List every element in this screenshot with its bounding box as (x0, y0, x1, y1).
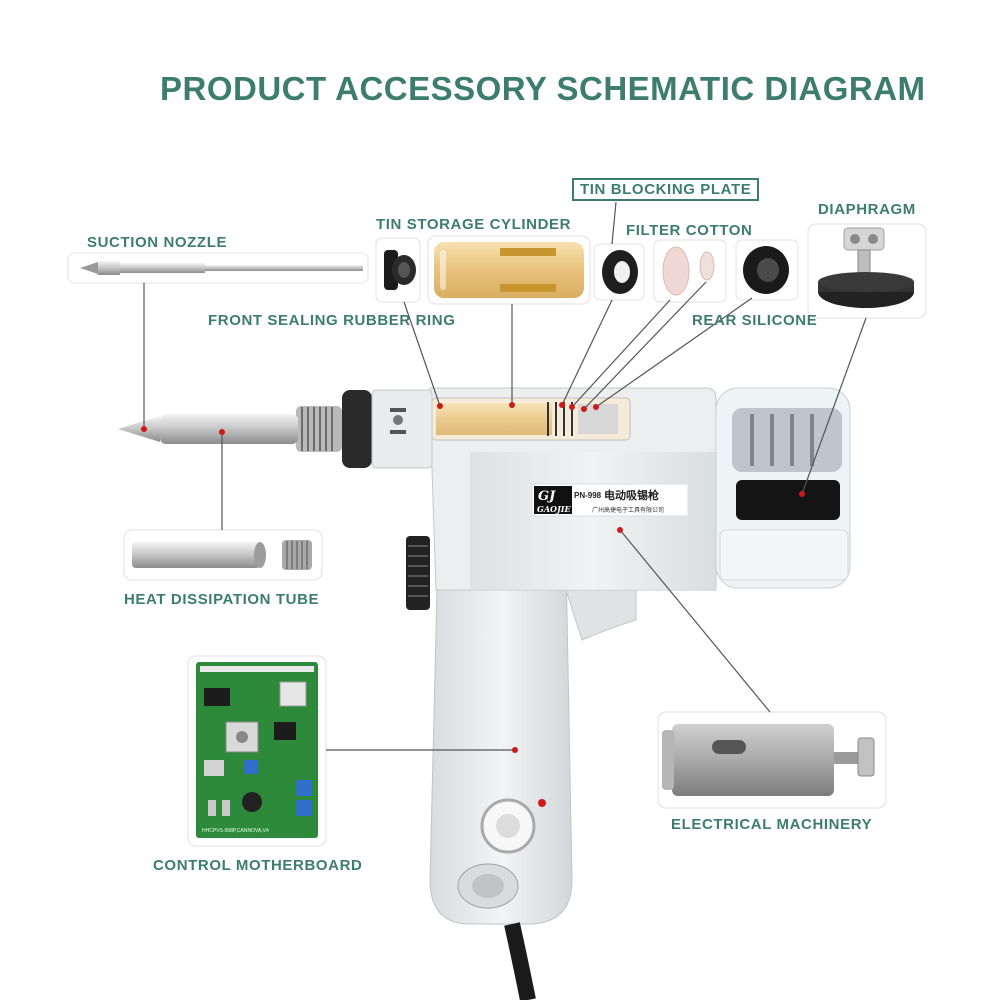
product-chinese-name: 电动吸锡枪 (604, 488, 659, 502)
pointer-dot-cylinder (509, 402, 515, 408)
suction-nozzle-part (67, 252, 369, 284)
tin-storage-cylinder-part (427, 235, 591, 305)
label-heat-dissipation-tube: HEAT DISSIPATION TUBE (124, 591, 320, 608)
brand-logo: GJ (538, 489, 556, 504)
label-control-motherboard: CONTROL MOTHERBOARD (153, 857, 363, 874)
heat-dissipation-tube-part (123, 529, 323, 581)
label-suction-nozzle: SUCTION NOZZLE (87, 234, 228, 251)
label-rear-silicone: REAR SILICONE (692, 312, 818, 329)
company-name: 广州高捷电子工具有限公司 (592, 506, 664, 514)
model-number: PN-998 (574, 491, 602, 500)
pointer-dot-front-ring (437, 403, 443, 409)
pointer-dot-diaphragm (799, 491, 805, 497)
tin-blocking-plate-part (593, 243, 645, 301)
pointer-dot-heat-tube (219, 429, 225, 435)
label-tin-blocking-plate: TIN BLOCKING PLATE (572, 178, 760, 201)
pointer-dot-motherboard (512, 747, 518, 753)
front-sealing-rubber-ring-part (375, 237, 421, 303)
label-front-sealing-rubber-ring: FRONT SEALING RUBBER RING (208, 312, 456, 329)
brand-name: GAOJIE (537, 504, 572, 514)
label-diaphragm: DIAPHRAGM (818, 201, 916, 218)
pointer-dot-filter-cotton-b (581, 406, 587, 412)
rear-silicone-part (735, 239, 799, 301)
pointer-dots (141, 402, 805, 753)
diaphragm-part (807, 223, 927, 319)
desoldering-gun: GJ GAOJIE PN-998 电动吸锡枪 广州高捷电子工具有限公司 (118, 387, 851, 1000)
pointer-dot-rear-silicone (593, 404, 599, 410)
label-electrical-machinery: ELECTRICAL MACHINERY (671, 816, 873, 833)
label-filter-cotton: FILTER COTTON (626, 222, 753, 239)
filter-cotton-part (653, 239, 727, 303)
board-silkscreen: HHCPVS-998P,CANNOVA,V4 (202, 828, 269, 834)
pointer-dot-filter-cotton-a (569, 404, 575, 410)
pointer-dot-motor (617, 527, 623, 533)
control-motherboard-part: HHCPVS-998P,CANNOVA,V4 (187, 655, 327, 847)
label-tin-storage-cylinder: TIN STORAGE CYLINDER (376, 216, 572, 233)
pointer-dot-blocking-plate (559, 402, 565, 408)
leader-lines (143, 201, 867, 751)
pointer-dot-nozzle (141, 426, 147, 432)
page-title: PRODUCT ACCESSORY SCHEMATIC DIAGRAM (160, 70, 926, 107)
electrical-machinery-part (657, 711, 887, 809)
